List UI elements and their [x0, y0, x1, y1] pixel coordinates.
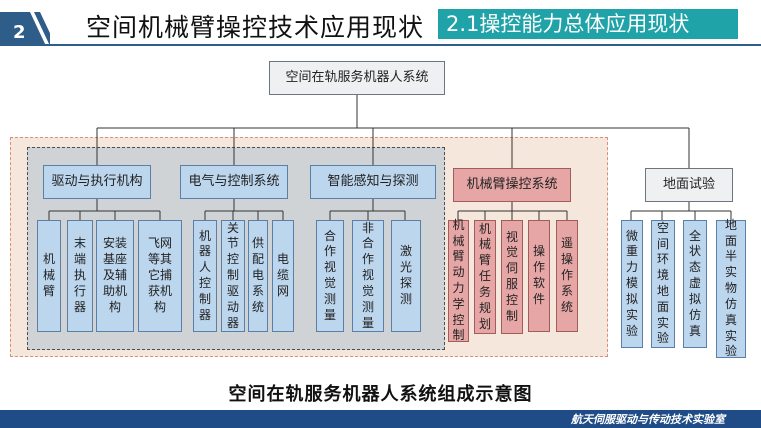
- section-number: 2: [13, 22, 26, 43]
- leaf-box: 末端执行器: [67, 220, 93, 332]
- leaf-box: 机械臂任务规划: [474, 220, 496, 334]
- group-sensing: 智能感知与探测: [310, 165, 436, 199]
- leaf-box: 关节控制驱动器: [221, 220, 245, 332]
- group-electric: 电气与控制系统: [180, 165, 288, 199]
- group-drive: 驱动与执行机构: [43, 165, 151, 199]
- leaf-box: 安装基座及辅助机构: [96, 220, 134, 332]
- figure-caption: 空间在轨服务机器人系统组成示意图: [228, 384, 533, 405]
- group-arm-control: 机械臂操控系统: [453, 168, 571, 202]
- section-subtitle: 2.1操控能力总体应用现状: [438, 9, 738, 39]
- leaf-box: 地面半实物仿真实验: [716, 218, 746, 358]
- leaf-box: 机械臂: [37, 220, 61, 332]
- section-number-badge: 2: [0, 12, 50, 46]
- footer-bar: [0, 410, 761, 428]
- leaf-box: 机器人控制器: [193, 220, 217, 332]
- leaf-box: 空间环境地面实验: [651, 220, 675, 348]
- leaf-box: 非合作视觉测量: [352, 220, 384, 332]
- footer-lab-name: 航天伺服驱动与传动技术实验室: [571, 413, 725, 426]
- leaf-box: 微重力模拟实验: [621, 220, 643, 348]
- group-ground-test: 地面试验: [645, 168, 733, 202]
- leaf-box: 机械臂动力学控制: [448, 218, 469, 342]
- header-divider: [0, 44, 761, 46]
- leaf-box: 全状态虚拟仿真: [683, 220, 707, 348]
- leaf-box: 视觉伺服控制: [501, 220, 523, 334]
- leaf-box: 供配电系统: [248, 220, 268, 332]
- page-title: 空间机械臂操控技术应用现状: [86, 13, 425, 42]
- leaf-box: 遥操作系统: [556, 220, 578, 332]
- leaf-box: 飞网等其它捕获机构: [138, 220, 182, 332]
- leaf-box: 电缆网: [272, 220, 294, 332]
- leaf-box: 操作软件: [528, 220, 550, 332]
- leaf-box: 合作视觉测量: [316, 220, 344, 332]
- leaf-box: 激光探测: [391, 220, 421, 332]
- root-node: 空间在轨服务机器人系统: [269, 61, 445, 95]
